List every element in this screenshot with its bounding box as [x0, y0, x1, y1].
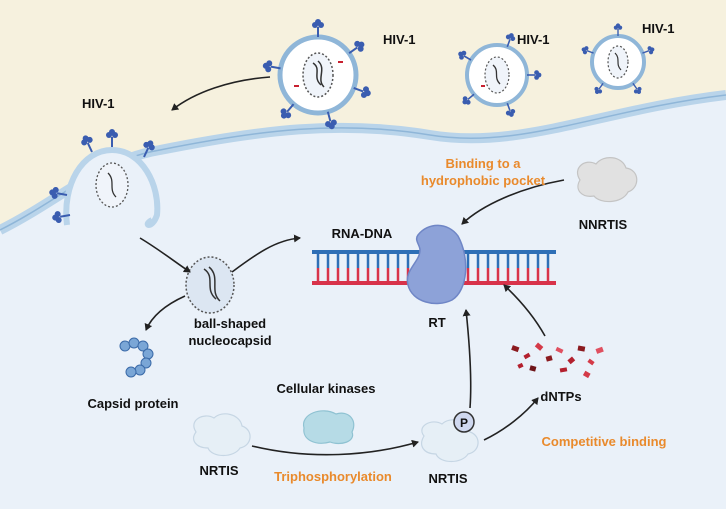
- label-rna-dna: RNA-DNA: [332, 226, 393, 241]
- label-cellular-kinases: Cellular kinases: [277, 381, 376, 396]
- hiv-virion-medium: [455, 30, 543, 120]
- label-nrtis-right: NRTIS: [429, 471, 468, 486]
- label-ball-line2: nucleocapsid: [188, 333, 271, 348]
- cellular-kinase: [303, 410, 355, 445]
- label-hiv1-c: HIV-1: [642, 21, 675, 36]
- label-ball-line1: ball-shaped: [194, 316, 266, 331]
- arrow-nucleocapsid-to-capsid: [144, 295, 186, 331]
- phosphate-group: [453, 411, 475, 433]
- label-rt: RT: [428, 315, 445, 330]
- arrow-virion-to-cell: [171, 76, 271, 111]
- rt-enzyme: [406, 224, 467, 305]
- nrtis-molecule-left: [193, 413, 251, 457]
- label-hiv1-a: HIV-1: [383, 32, 416, 47]
- arrow-nucleocapsid-to-duplex: [231, 234, 301, 273]
- arrows: [139, 76, 565, 456]
- label-triphosphorylation: Triphosphorylation: [274, 469, 392, 484]
- arrow-nrtis-to-rt: [462, 309, 472, 409]
- cytoplasm: [0, 95, 726, 509]
- arrow-nnrtis-to-rt: [461, 179, 565, 225]
- label-nnrtis: NNRTIS: [579, 217, 628, 232]
- arrow-triphosphorylation: [251, 439, 419, 456]
- label-capsid-protein: Capsid protein: [87, 396, 178, 411]
- hiv-virion-small: [579, 22, 657, 97]
- label-hiv1-b: HIV-1: [517, 32, 550, 47]
- label-hiv1-entry: HIV-1: [82, 96, 115, 111]
- dntps-cluster: [511, 342, 604, 379]
- label-dntps: dNTPs: [540, 389, 581, 404]
- arrow-nrtis-to-dntps: [483, 397, 539, 441]
- label-binding-line2: hydrophobic pocket: [421, 173, 546, 188]
- capsid-protein-chain: [119, 337, 154, 378]
- ball-nucleocapsid: [185, 256, 235, 314]
- hiv-virion-large: [260, 18, 374, 132]
- arrow-dntps-to-rt: [503, 284, 546, 337]
- label-phosphate: P: [460, 416, 468, 430]
- label-nrtis-left: NRTIS: [200, 463, 239, 478]
- hiv-entry-virion: [47, 128, 161, 228]
- label-binding-line1: Binding to a: [445, 156, 521, 171]
- label-competitive-binding: Competitive binding: [542, 434, 667, 449]
- nnrtis-molecule: [576, 157, 638, 203]
- arrow-entry-to-nucleocapsid: [139, 237, 191, 273]
